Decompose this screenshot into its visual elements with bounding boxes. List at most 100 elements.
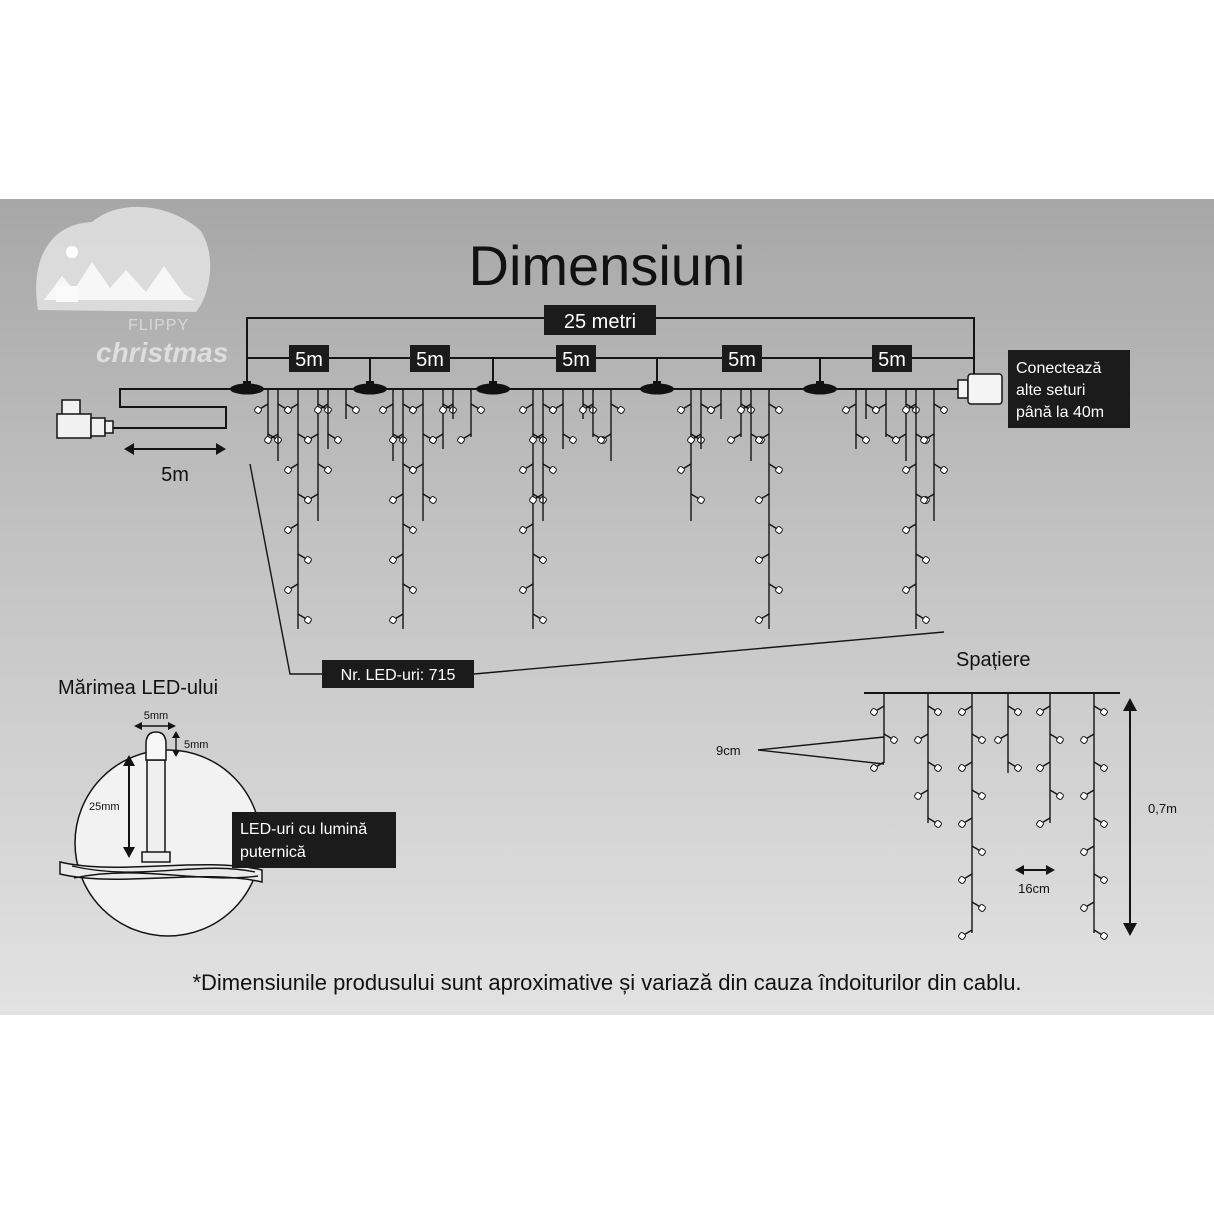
led-bulb bbox=[549, 466, 557, 474]
led-width-label: 5mm bbox=[144, 710, 168, 722]
led-bulb bbox=[914, 736, 922, 744]
cable-connector-neck bbox=[489, 381, 497, 389]
icicle-group bbox=[842, 389, 948, 629]
led-bulb bbox=[304, 616, 312, 624]
segment-label: 5m bbox=[562, 349, 590, 371]
led-bulb bbox=[958, 764, 966, 772]
led-bulb bbox=[304, 436, 312, 444]
icicle-group bbox=[519, 389, 625, 629]
led-bulb bbox=[529, 496, 537, 504]
connect-note-line-2: alte seturi bbox=[1016, 382, 1085, 399]
led-bulb bbox=[775, 586, 783, 594]
led-bulb bbox=[842, 406, 850, 414]
led-bulb bbox=[755, 436, 763, 444]
cable-connector-neck bbox=[816, 381, 824, 389]
led-bulb bbox=[958, 708, 966, 716]
led-bulb bbox=[862, 436, 870, 444]
led-bulb bbox=[1056, 792, 1064, 800]
connect-note-box: Conectează alte seturi până la 40m bbox=[1008, 350, 1130, 428]
segment-label: 5m bbox=[416, 349, 444, 371]
led-bulb bbox=[519, 466, 527, 474]
led-bulb bbox=[1100, 764, 1108, 772]
led-bulb bbox=[429, 436, 437, 444]
led-bulb bbox=[1080, 848, 1088, 856]
led-bulb bbox=[409, 466, 417, 474]
horizontal-gap-label: 16cm bbox=[1018, 881, 1050, 896]
led-bulb bbox=[727, 436, 735, 444]
led-bulb bbox=[304, 556, 312, 564]
icicle-group bbox=[677, 389, 783, 629]
icicle-group bbox=[254, 389, 360, 629]
led-bulb bbox=[439, 406, 447, 414]
cable-connector-neck bbox=[243, 381, 251, 389]
led-bulb bbox=[958, 876, 966, 884]
led-bulb bbox=[549, 406, 557, 414]
led-bulb bbox=[940, 466, 948, 474]
led-bulb bbox=[1036, 708, 1044, 716]
led-bulb bbox=[409, 526, 417, 534]
power-plug bbox=[56, 399, 114, 439]
led-bulb bbox=[429, 496, 437, 504]
vertical-gap-label: 9cm bbox=[716, 743, 741, 758]
led-feature-line-2: puternică bbox=[240, 844, 306, 861]
led-bulb bbox=[755, 556, 763, 564]
segment-label: 5m bbox=[295, 349, 323, 371]
total-length-bracket: 25 metri bbox=[246, 305, 975, 383]
footnote: *Dimensiunile produsului sunt aproximati… bbox=[192, 970, 1021, 995]
led-bulb bbox=[304, 496, 312, 504]
led-bulb bbox=[1100, 876, 1108, 884]
led-bulb bbox=[1100, 820, 1108, 828]
led-bulb bbox=[352, 406, 360, 414]
led-bulb bbox=[389, 496, 397, 504]
led-bulb bbox=[737, 406, 745, 414]
led-bulb bbox=[755, 496, 763, 504]
led-bulb bbox=[389, 436, 397, 444]
led-bulb bbox=[579, 406, 587, 414]
drop-height-label: 0,7m bbox=[1148, 801, 1177, 816]
segment-label-box bbox=[556, 345, 596, 372]
led-bulb bbox=[958, 932, 966, 940]
led-head-height-label: 5mm bbox=[184, 739, 208, 751]
end-connector bbox=[957, 373, 1003, 405]
segment-label: 5m bbox=[728, 349, 756, 371]
led-bulb bbox=[870, 764, 878, 772]
led-bulb bbox=[934, 764, 942, 772]
led-bulb bbox=[934, 820, 942, 828]
led-bulb bbox=[457, 436, 465, 444]
led-count-callout: Nr. LED-uri: 715 bbox=[249, 463, 945, 688]
led-bulb bbox=[677, 406, 685, 414]
led-bulb bbox=[978, 848, 986, 856]
cable-connector-neck bbox=[653, 381, 661, 389]
spacing-detail: Spațiere 9cm 16cm 0,7m bbox=[716, 649, 1177, 940]
led-bulb bbox=[569, 436, 577, 444]
led-bulb bbox=[519, 586, 527, 594]
cable-connector-neck bbox=[366, 381, 374, 389]
segment-label-box bbox=[289, 345, 329, 372]
led-bulb bbox=[1036, 764, 1044, 772]
segment-label-box bbox=[872, 345, 912, 372]
led-bulb bbox=[389, 616, 397, 624]
led-bulb bbox=[922, 616, 930, 624]
led-bulb bbox=[1014, 708, 1022, 716]
led-bulb bbox=[978, 904, 986, 912]
led-bulb bbox=[1080, 904, 1088, 912]
led-bulb bbox=[1014, 764, 1022, 772]
led-bulb bbox=[597, 436, 605, 444]
led-bulb bbox=[922, 556, 930, 564]
led-count-label: Nr. LED-uri: 715 bbox=[341, 667, 456, 684]
led-bulb bbox=[940, 406, 948, 414]
led-feature-line-1: LED-uri cu lumină bbox=[240, 821, 367, 838]
led-bulb bbox=[254, 406, 262, 414]
total-length-label: 25 metri bbox=[564, 311, 636, 333]
led-bulb bbox=[934, 708, 942, 716]
led-bulb bbox=[379, 406, 387, 414]
led-bulb bbox=[978, 736, 986, 744]
led-bulb bbox=[775, 466, 783, 474]
led-bulb bbox=[755, 616, 763, 624]
led-bulb bbox=[914, 792, 922, 800]
led-bulb bbox=[902, 466, 910, 474]
cable-connectors bbox=[230, 381, 837, 395]
led-bulb bbox=[1080, 792, 1088, 800]
